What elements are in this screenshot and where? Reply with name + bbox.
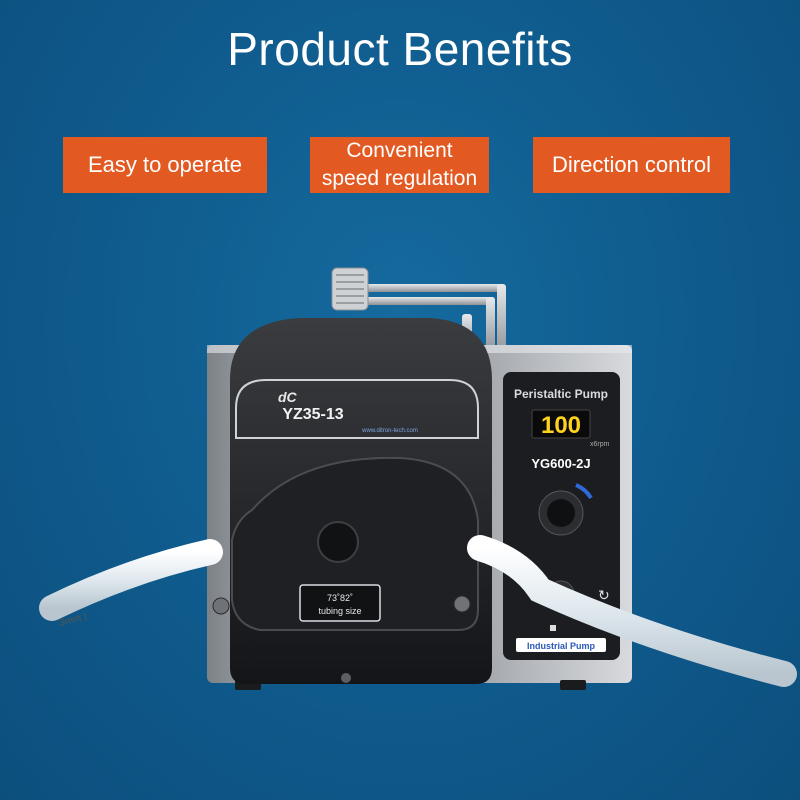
- drive-model: YG600-2J: [531, 456, 590, 471]
- control-panel: Peristaltic Pump 100 x6rpm YG600-2J ↻ In…: [503, 372, 620, 660]
- peristaltic-pump-photo: Peristaltic Pump 100 x6rpm YG600-2J ↻ In…: [39, 267, 797, 690]
- head-url: www.ditron-tech.com: [361, 428, 418, 434]
- page-title: Product Benefits: [227, 23, 573, 75]
- benefit-direction-control: Direction control: [533, 137, 730, 193]
- direction-icon: ↻: [598, 587, 610, 603]
- tubing-size-label: tubing size: [318, 606, 361, 616]
- panel-footer: Industrial Pump: [527, 641, 596, 651]
- speed-display: 100: [541, 412, 581, 439]
- benefit-speed-regulation: Convenient speed regulation: [310, 137, 489, 193]
- knurled-knob: [331, 267, 369, 311]
- panel-title: Peristaltic Pump: [514, 387, 608, 401]
- pump-head: dC YZ35-13 www.ditron-tech.com 73˚82˚ tu…: [212, 318, 492, 684]
- head-model: YZ35-13: [282, 406, 343, 423]
- head-logo: dC: [278, 389, 298, 405]
- tubing-dims: 73˚82˚: [327, 593, 353, 603]
- benefit-easy-to-operate: Easy to operate: [63, 137, 267, 193]
- speed-unit: x6rpm: [590, 441, 610, 448]
- silicone-tubing: 3mm ): [39, 535, 797, 687]
